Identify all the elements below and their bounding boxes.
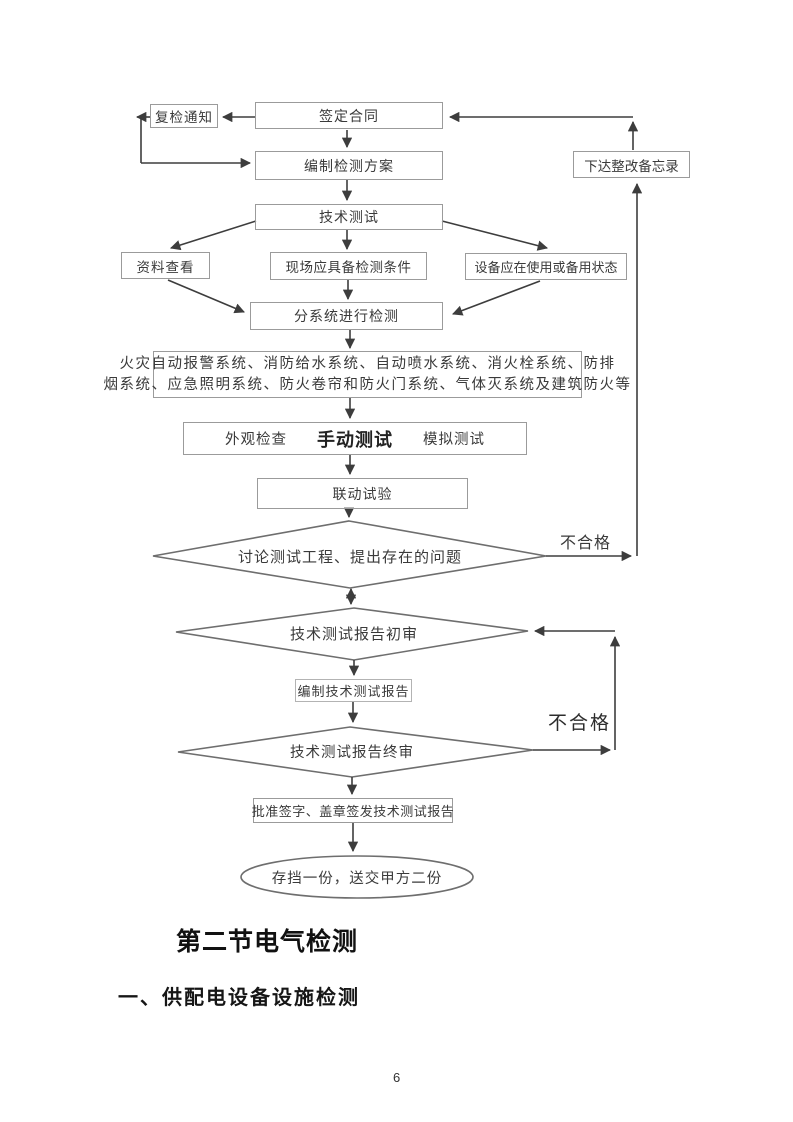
visual-check-label: 外观检查	[225, 432, 287, 448]
subsection-title: 一、供配电设备设施检测	[118, 987, 360, 1009]
flow-node-site-conditions: 现场应具备检测条件	[270, 252, 427, 280]
fail-label-top: 不合格	[560, 535, 612, 552]
flow-node-prepare-plan: 编制检测方案	[255, 151, 443, 180]
simulation-test-label: 模拟测试	[423, 432, 485, 448]
flow-node-subsystem-test: 分系统进行检测	[250, 302, 443, 330]
flow-node-linkage-test: 联动试验	[257, 478, 468, 509]
terminator-archive-label: 存挡一份，送交甲方二份	[271, 870, 443, 887]
section-title: 第二节电气检测	[176, 928, 359, 956]
flow-node-issue-rectification-memo: 下达整改备忘录	[573, 151, 690, 178]
decision-discuss-issues-label: 讨论测试工程、提出存在的问题	[237, 548, 462, 566]
page-number: 6	[393, 1070, 401, 1085]
flow-node-tech-test: 技术测试	[255, 204, 443, 230]
systems-list-line2: 烟系统、应急照明系统、防火卷帘和防火门系统、气体灭系统及建筑防火等	[103, 376, 632, 393]
systems-list-line1: 火灾自动报警系统、消防给水系统、自动喷水系统、消火栓系统、防排	[119, 355, 616, 372]
flow-node-recheck-notice: 复检通知	[150, 104, 218, 128]
manual-test-label: 手动测试	[317, 429, 393, 450]
decision-report-first-review-label: 技术测试报告初审	[289, 625, 418, 643]
flow-arrows	[135, 111, 643, 853]
fail-label-bottom: 不合格	[548, 713, 612, 734]
flow-node-approve-sign: 批准签字、盖章签发技术测试报告	[252, 798, 454, 823]
flow-node-data-review: 资料查看	[121, 252, 210, 279]
flow-node-prepare-report: 编制技术测试报告	[295, 679, 412, 702]
decision-diamond-shapes	[152, 520, 547, 899]
flow-node-systems-list: 火灾自动报警系统、消防给水系统、自动喷水系统、消火栓系统、防排 烟系统、应急照明…	[104, 351, 630, 398]
flow-node-equipment-status: 设备应在使用或备用状态	[465, 253, 627, 280]
decision-report-final-review-label: 技术测试报告终审	[290, 744, 414, 761]
flow-node-test-methods: 外观检查 手动测试 模拟测试	[183, 422, 527, 455]
flow-node-sign-contract: 签定合同	[255, 102, 443, 129]
